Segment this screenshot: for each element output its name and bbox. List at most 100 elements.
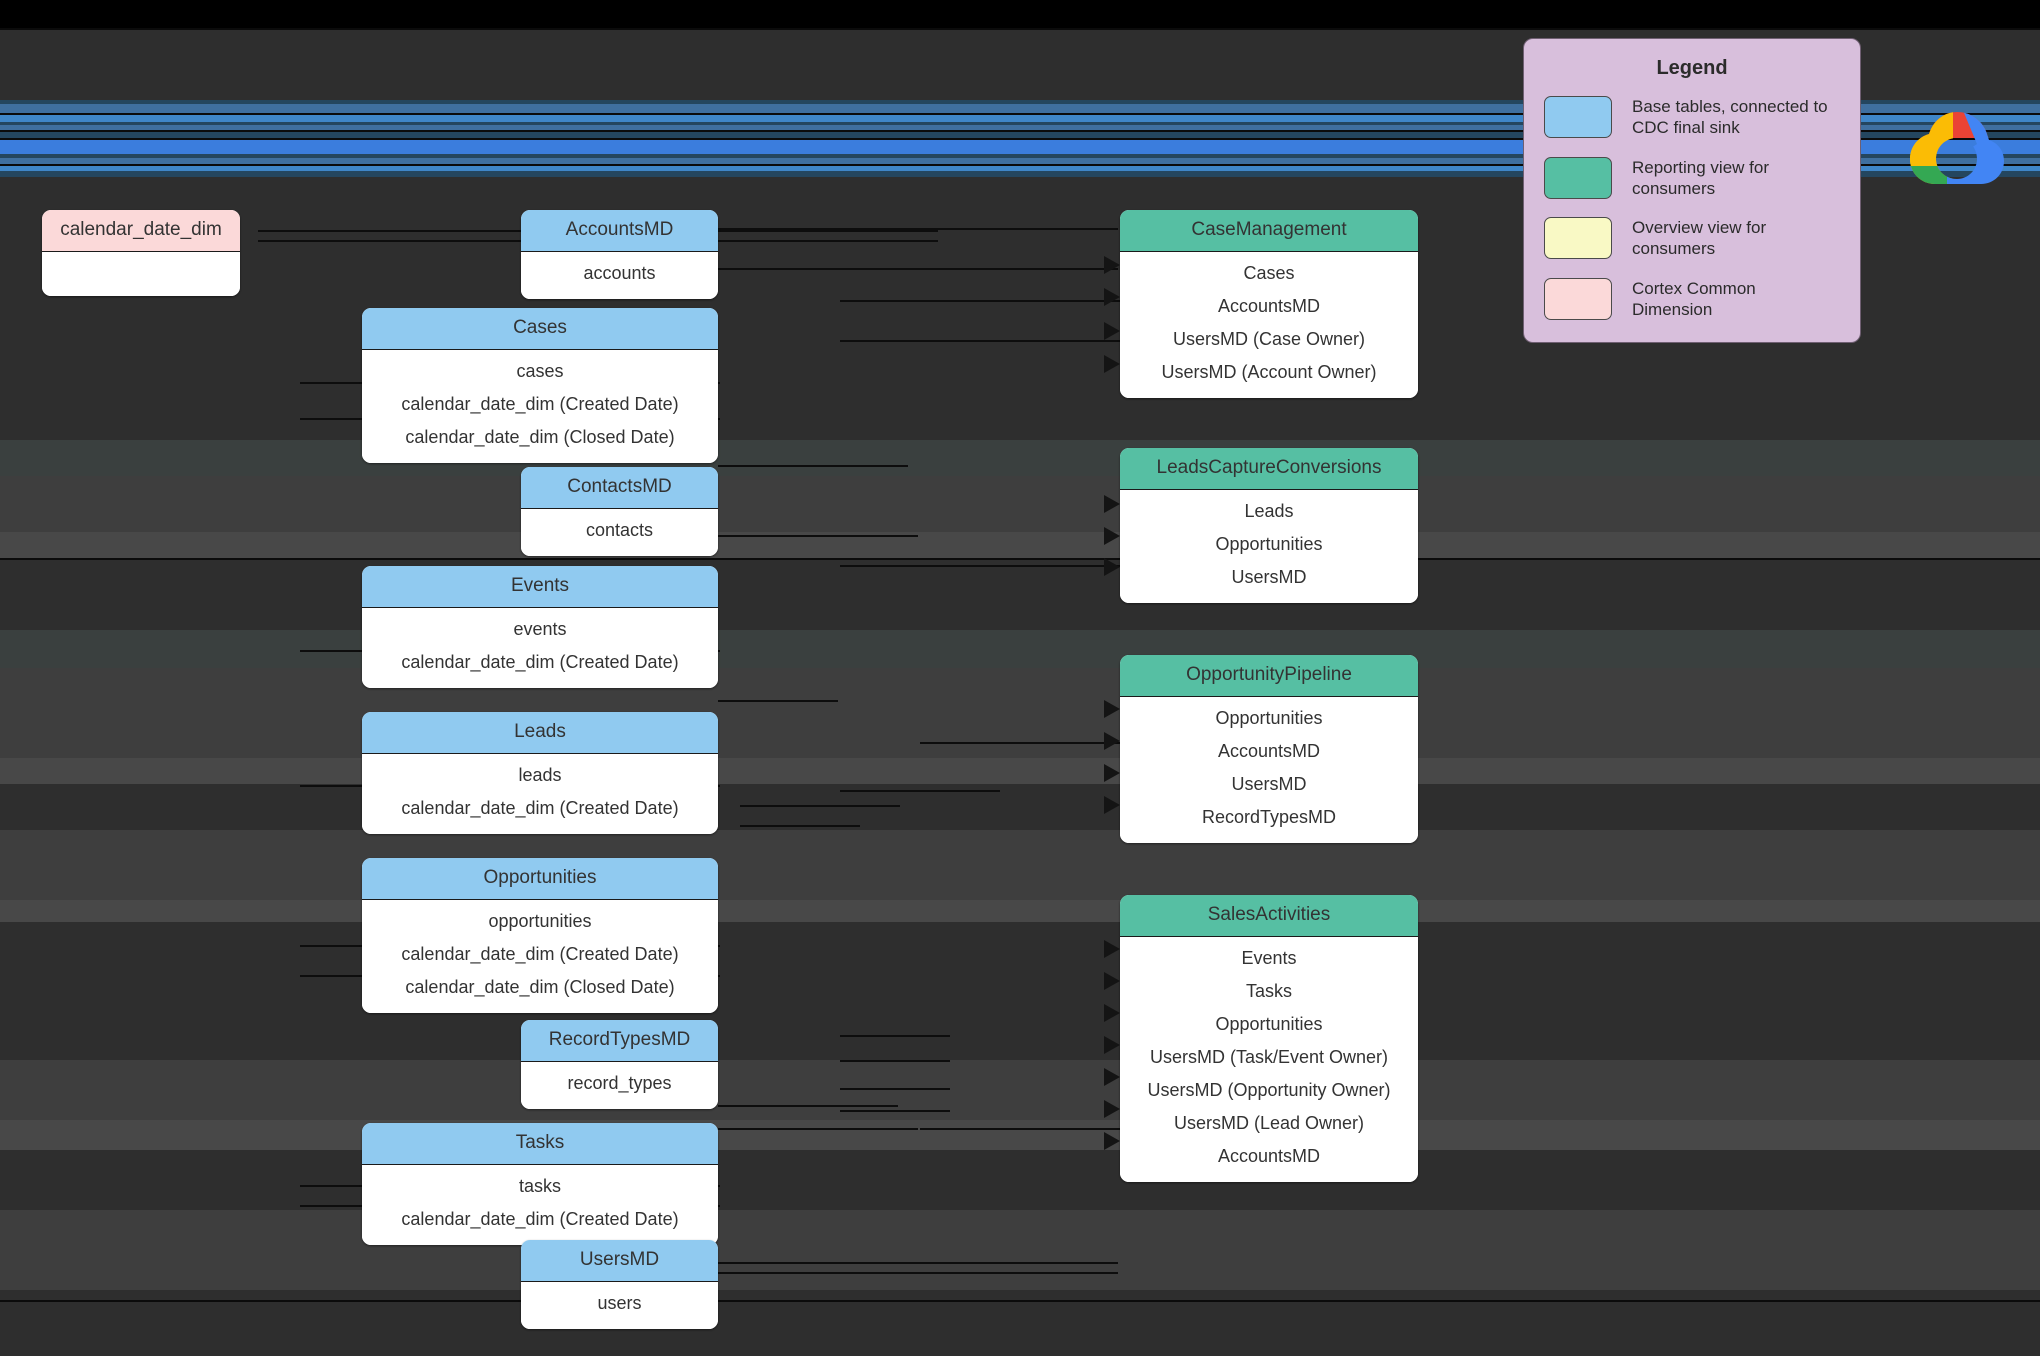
- node-row: events: [513, 618, 567, 639]
- connector-line: [718, 268, 1118, 270]
- node-row: contacts: [585, 519, 654, 540]
- connector-arrow: [1104, 1036, 1120, 1054]
- legend-item-overview-view: Overview view for consumers: [1544, 217, 1840, 260]
- node-salesactivities[interactable]: SalesActivities Events Tasks Opportuniti…: [1120, 895, 1418, 1182]
- node-row: UsersMD (Opportunity Owner): [1147, 1079, 1391, 1100]
- node-usersmd[interactable]: UsersMD users: [521, 1240, 718, 1329]
- connector-arrow: [1104, 256, 1120, 274]
- node-title: Tasks: [362, 1123, 718, 1165]
- bg-gray-band: [0, 668, 2040, 758]
- node-title: ContactsMD: [521, 467, 718, 509]
- node-row: calendar_date_dim (Created Date): [401, 943, 679, 964]
- connector-line: [840, 1060, 950, 1062]
- legend-item-cortex-dimension: Cortex Common Dimension: [1544, 277, 1840, 321]
- connector-line: [718, 1272, 1118, 1274]
- node-accountsmd[interactable]: AccountsMD accounts: [521, 210, 718, 299]
- node-title: Opportunities: [362, 858, 718, 900]
- bg-gray-band: [0, 1120, 2040, 1150]
- node-row: tasks: [518, 1175, 561, 1196]
- connector-arrow: [1104, 1132, 1120, 1150]
- bg-gray-band: [0, 630, 2040, 668]
- legend-item-reporting-view: Reporting view for consumers: [1544, 156, 1840, 200]
- node-body: Events Tasks Opportunities UsersMD (Task…: [1120, 936, 1418, 1182]
- node-body: leads calendar_date_dim (Created Date): [362, 753, 718, 834]
- node-body: cases calendar_date_dim (Created Date) c…: [362, 349, 718, 463]
- legend-swatch-reporting-view: [1544, 156, 1612, 199]
- node-row: accounts: [583, 262, 656, 283]
- connector-line: [840, 1110, 950, 1112]
- connector-arrow: [1104, 764, 1120, 782]
- node-row: Events: [1241, 947, 1297, 968]
- node-cases[interactable]: Cases cases calendar_date_dim (Created D…: [362, 308, 718, 463]
- connector-arrow: [1104, 558, 1120, 576]
- node-row: calendar_date_dim (Created Date): [401, 1208, 679, 1229]
- node-row: Opportunities: [1215, 707, 1323, 728]
- node-row: UsersMD: [1231, 566, 1307, 587]
- node-title: Leads: [362, 712, 718, 754]
- node-title: LeadsCaptureConversions: [1120, 448, 1418, 490]
- legend-swatch-base-tables: [1544, 96, 1612, 139]
- node-row: Cases: [1243, 262, 1295, 283]
- node-row: users: [597, 1292, 642, 1313]
- node-row: Leads: [1244, 500, 1294, 521]
- legend-label: Base tables, connected to CDC final sink: [1632, 97, 1828, 138]
- node-row: Opportunities: [1215, 533, 1323, 554]
- node-body: tasks calendar_date_dim (Created Date): [362, 1164, 718, 1245]
- legend-swatch-cortex-dimension: [1544, 277, 1612, 320]
- node-events[interactable]: Events events calendar_date_dim (Created…: [362, 566, 718, 688]
- node-calendar-date-dim[interactable]: calendar_date_dim: [42, 210, 240, 296]
- node-body: accounts: [521, 251, 718, 299]
- node-row: UsersMD (Account Owner): [1161, 361, 1377, 382]
- node-title: OpportunityPipeline: [1120, 655, 1418, 697]
- node-opportunities[interactable]: Opportunities opportunities calendar_dat…: [362, 858, 718, 1013]
- legend-label: Overview view for consumers: [1632, 218, 1767, 259]
- node-title: CaseManagement: [1120, 210, 1418, 252]
- legend-title: Legend: [1656, 57, 1728, 79]
- connector-arrow: [1104, 796, 1120, 814]
- connector-arrow: [1104, 527, 1120, 545]
- node-row: calendar_date_dim (Created Date): [401, 651, 679, 672]
- node-leadscaptureconversions[interactable]: LeadsCaptureConversions Leads Opportunit…: [1120, 448, 1418, 603]
- bg-hairline: [0, 1300, 2040, 1302]
- node-body: opportunities calendar_date_dim (Created…: [362, 899, 718, 1013]
- bg-hairline: [0, 558, 2040, 560]
- node-body: events calendar_date_dim (Created Date): [362, 607, 718, 688]
- legend-item-base-tables: Base tables, connected to CDC final sink: [1544, 96, 1840, 139]
- connector-line: [840, 565, 1120, 567]
- node-title: calendar_date_dim: [42, 210, 240, 252]
- connector-line: [718, 1128, 918, 1130]
- node-body: contacts: [521, 508, 718, 556]
- node-row: calendar_date_dim (Closed Date): [405, 426, 675, 447]
- bg-gray-band: [0, 1210, 2040, 1290]
- bg-gray-band: [0, 900, 2040, 922]
- node-row: record_types: [567, 1072, 672, 1093]
- node-casemanagement[interactable]: CaseManagement Cases AccountsMD UsersMD …: [1120, 210, 1418, 398]
- node-row: AccountsMD: [1217, 295, 1321, 316]
- connector-line: [840, 790, 1000, 792]
- connector-arrow: [1104, 355, 1120, 373]
- connector-line: [718, 1262, 1118, 1264]
- connector-line: [718, 1105, 898, 1107]
- node-row: RecordTypesMD: [1201, 806, 1337, 827]
- node-row: UsersMD: [1231, 773, 1307, 794]
- node-leads[interactable]: Leads leads calendar_date_dim (Created D…: [362, 712, 718, 834]
- connector-line: [840, 300, 1120, 302]
- connector-line: [920, 742, 1120, 744]
- legend-label: Reporting view for consumers: [1632, 157, 1770, 198]
- node-title: AccountsMD: [521, 210, 718, 252]
- node-opportunitypipeline[interactable]: OpportunityPipeline Opportunities Accoun…: [1120, 655, 1418, 843]
- connector-arrow: [1104, 1100, 1120, 1118]
- connector-arrow: [1104, 1068, 1120, 1086]
- logo-segment-green: [1910, 164, 1953, 184]
- node-recordtypesmd[interactable]: RecordTypesMD record_types: [521, 1020, 718, 1109]
- node-contactsmd[interactable]: ContactsMD contacts: [521, 467, 718, 556]
- node-row: Opportunities: [1215, 1013, 1323, 1034]
- node-row: UsersMD (Task/Event Owner): [1149, 1046, 1389, 1067]
- node-body: [42, 251, 240, 296]
- node-tasks[interactable]: Tasks tasks calendar_date_dim (Created D…: [362, 1123, 718, 1245]
- node-body: Opportunities AccountsMD UsersMD RecordT…: [1120, 696, 1418, 843]
- top-black-band: [0, 0, 2040, 28]
- node-title: Events: [362, 566, 718, 608]
- bg-gray-band: [0, 758, 2040, 784]
- bg-gray-band: [0, 440, 2040, 476]
